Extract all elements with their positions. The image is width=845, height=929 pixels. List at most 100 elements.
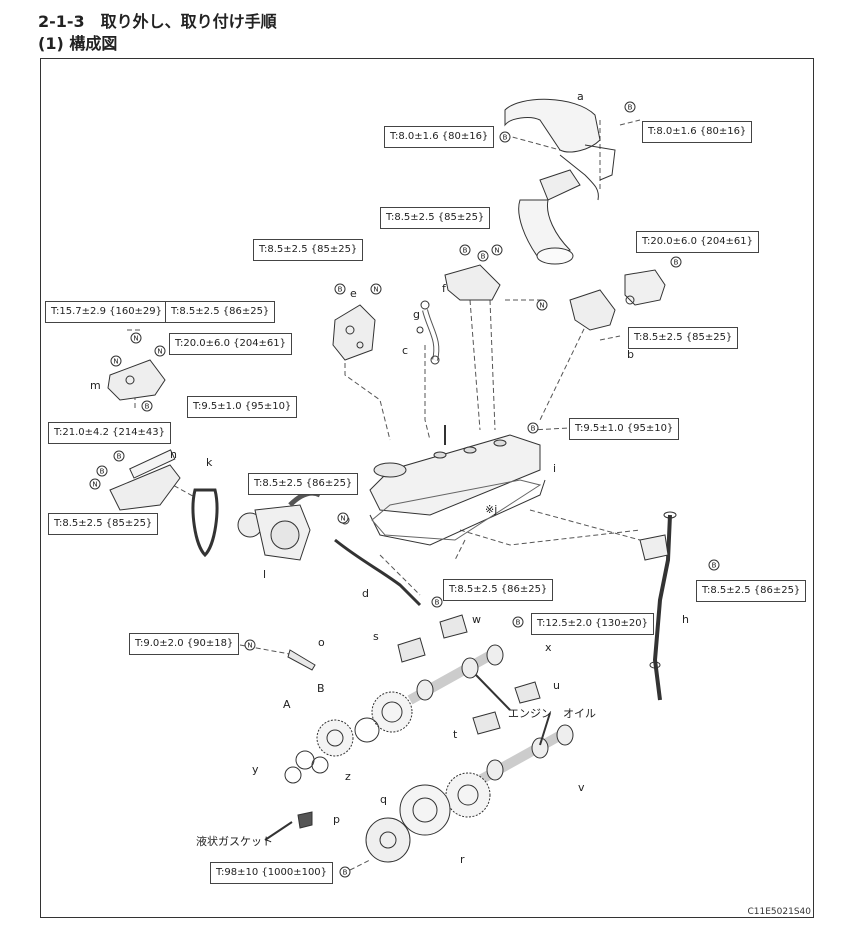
svg-text:B: B — [145, 403, 150, 411]
bolt-b-symbol-icon: B — [708, 559, 720, 571]
torque-box-13: T:8.5±2.5 {86±25} — [248, 473, 359, 495]
bolt-n-symbol-icon: N — [491, 244, 503, 256]
label-d: d — [362, 587, 369, 600]
svg-text:B: B — [100, 468, 105, 476]
part-letters: a b c d e f g h i ※j k l m n o p q r s t… — [90, 90, 689, 866]
svg-text:B: B — [117, 453, 122, 461]
torque-box-16: T:8.5±2.5 {86±25} — [696, 580, 807, 602]
label-t: t — [453, 728, 458, 741]
dipstick-part-h — [639, 511, 677, 701]
svg-text:N: N — [157, 348, 162, 356]
svg-text:N: N — [133, 335, 138, 343]
torque-box-9: T:8.5±2.5 {85±25} — [628, 327, 739, 349]
bolt-b-symbol-icon: B — [670, 256, 682, 268]
torque-box-6: T:15.7±2.9 {160±29} — [45, 301, 169, 323]
torque-box-5: T:20.0±6.0 {204±61} — [636, 231, 760, 253]
svg-text:B: B — [712, 562, 717, 570]
pump-part-l — [237, 490, 322, 561]
torque-box-4: T:8.5±2.5 {85±25} — [253, 239, 364, 261]
svg-text:B: B — [481, 253, 486, 261]
sensor-part-o — [287, 649, 316, 671]
label-A: A — [283, 698, 291, 711]
label-z: z — [345, 770, 351, 783]
label-q: q — [380, 793, 387, 806]
label-r: r — [460, 853, 465, 866]
label-u: u — [553, 679, 560, 692]
svg-text:B: B — [463, 247, 468, 255]
camshaft-part-v — [477, 724, 574, 785]
bolt-n-symbol-icon: N — [536, 299, 548, 311]
bolt-n-symbol-icon: N — [337, 512, 349, 524]
torque-box-15: T:8.5±2.5 {86±25} — [443, 579, 554, 601]
diagram-frame — [40, 58, 814, 918]
svg-text:N: N — [247, 642, 252, 650]
label-y: y — [252, 763, 259, 776]
svg-text:N: N — [373, 286, 378, 294]
bracket-part-m — [107, 359, 166, 401]
svg-text:B: B — [531, 425, 536, 433]
label-j: ※j — [485, 503, 497, 516]
svg-text:B: B — [674, 259, 679, 267]
torque-box-1: T:8.0±1.6 {80±16} — [384, 126, 495, 148]
bolt-b-symbol-icon: B — [431, 596, 443, 608]
bolt-b-symbol-icon: B — [512, 616, 524, 628]
bolt-n-symbol-icon: N — [110, 355, 122, 367]
label-v: v — [578, 781, 585, 794]
torque-box-14: T:8.5±2.5 {85±25} — [48, 513, 159, 535]
label-n: n — [170, 448, 177, 461]
label-m: m — [90, 379, 101, 392]
head-cover — [369, 425, 546, 546]
svg-text:B: B — [338, 286, 343, 294]
bolt-b-symbol-icon: B — [334, 283, 346, 295]
label-B: B — [317, 682, 325, 695]
hose-part-c-g — [416, 300, 440, 365]
torque-box-7: T:8.5±2.5 {86±25} — [165, 301, 276, 323]
bolt-b-symbol-icon: B — [624, 101, 636, 113]
engine-oil-label: エンジン オイル — [508, 707, 596, 720]
label-e: e — [350, 287, 357, 300]
camshaft-part-x — [407, 644, 504, 705]
engine-oil-arrows — [475, 674, 551, 746]
belt-part-k — [191, 488, 219, 558]
bearing-caps — [397, 614, 541, 735]
torque-box-2: T:8.0±1.6 {80±16} — [642, 121, 753, 143]
svg-text:B: B — [435, 599, 440, 607]
svg-text:B: B — [516, 619, 521, 627]
bolt-b-symbol-icon: B — [499, 131, 511, 143]
torque-box-12: T:21.0±4.2 {214±43} — [48, 422, 172, 444]
label-o: o — [318, 636, 325, 649]
label-b: b — [627, 348, 634, 361]
bracket-part-n — [109, 449, 181, 511]
bolt-b-symbol-icon: B — [477, 250, 489, 262]
label-s: s — [373, 630, 379, 643]
svg-text:B: B — [343, 869, 348, 877]
bolt-n-symbol-icon: N — [154, 345, 166, 357]
bolt-b-symbol-icon: B — [527, 422, 539, 434]
bolt-b-symbol-icon: B — [459, 244, 471, 256]
air-duct-part-a — [504, 98, 616, 265]
label-g: g — [413, 308, 420, 321]
section-title: 2-1-3 取り外し、取り付け手順 — [38, 12, 277, 31]
label-a: a — [577, 90, 584, 103]
gasket-part-j — [371, 479, 542, 541]
svg-text:N: N — [494, 247, 499, 255]
label-k: k — [206, 456, 213, 469]
bolt-b-symbol-icon: B — [339, 866, 351, 878]
torque-box-17: T:12.5±2.0 {130±20} — [531, 613, 655, 635]
torque-box-10: T:9.5±1.0 {95±10} — [187, 396, 298, 418]
bracket-part-b — [569, 269, 666, 331]
label-h: h — [682, 613, 689, 626]
svg-text:B: B — [503, 134, 508, 142]
label-w: w — [472, 613, 481, 626]
sprockets — [284, 691, 491, 863]
figure-code: C11E5021S40 — [747, 907, 812, 917]
label-c: c — [402, 344, 408, 357]
svg-text:N: N — [92, 481, 97, 489]
gasket-part-p — [264, 811, 313, 841]
torque-box-18: T:9.0±2.0 {90±18} — [129, 633, 240, 655]
label-p: p — [333, 813, 340, 826]
bolt-n-symbol-icon: N — [130, 332, 142, 344]
label-i: i — [553, 462, 556, 475]
torque-box-11: T:9.5±1.0 {95±10} — [569, 418, 680, 440]
